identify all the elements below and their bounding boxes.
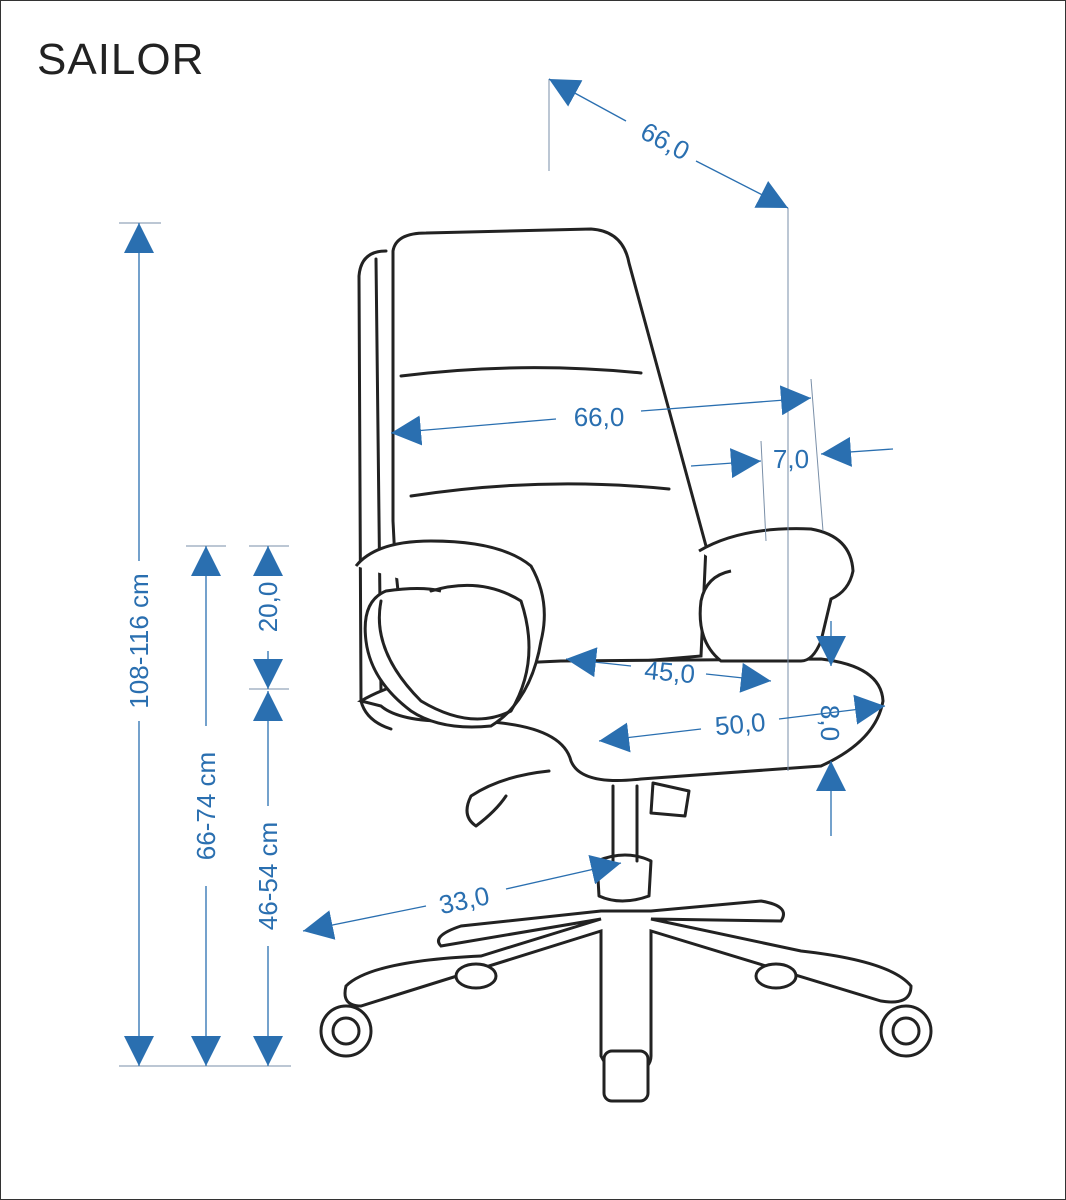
- dimension-lines: [124, 78, 894, 1066]
- depth-top-label: 66,0: [636, 116, 695, 166]
- seat-height-label: 46-54 cm: [253, 822, 283, 930]
- seat-thickness-label: 8,0: [815, 705, 845, 741]
- armrest-height-label: 66-74 cm: [191, 752, 221, 860]
- seat-depth-label: 45,0: [643, 655, 696, 689]
- total-height-label: 108-116 cm: [124, 573, 154, 708]
- backrest-width-label: 66,0: [574, 402, 625, 432]
- seat-width-label: 50,0: [714, 707, 767, 741]
- product-title: SAILOR: [37, 35, 205, 84]
- chair-outline: [319, 227, 933, 1103]
- armrest-width-label: 7,0: [773, 444, 809, 474]
- armrest-to-seat-label: 20,0: [253, 582, 283, 633]
- base-radius-label: 33,0: [436, 880, 492, 920]
